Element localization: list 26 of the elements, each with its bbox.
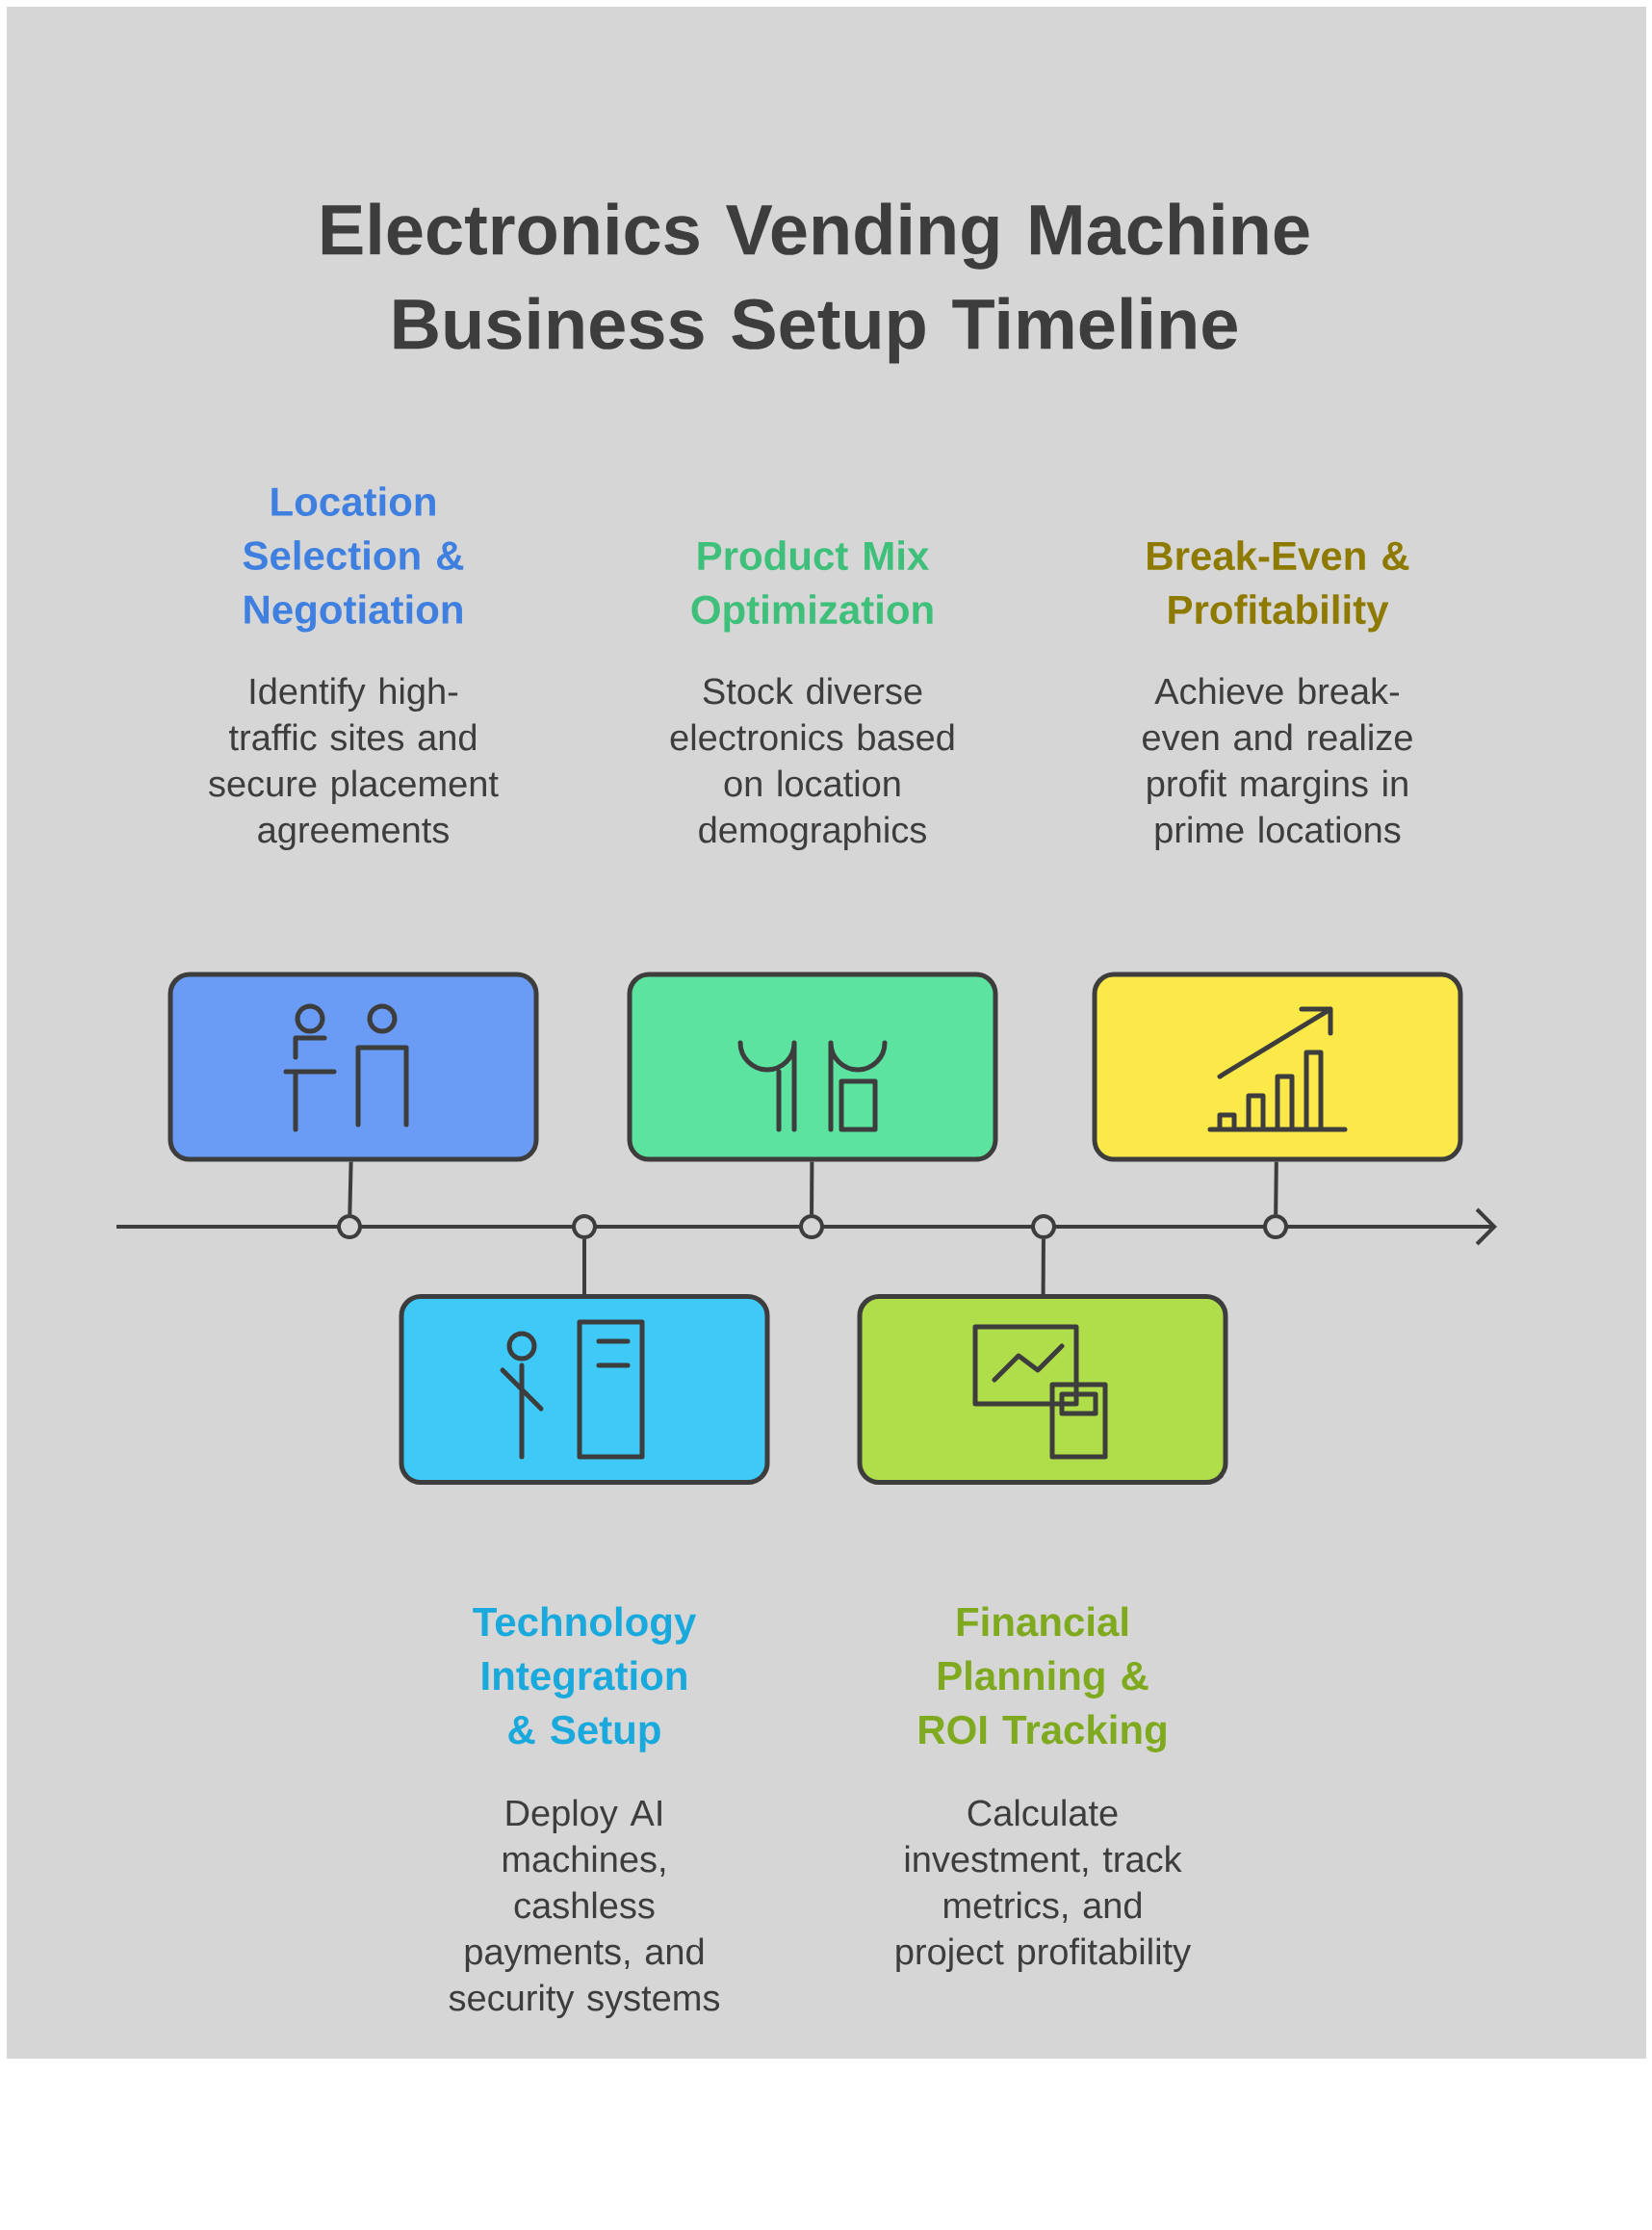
step-description: Achieve break-even and realize profit margins in prime locations <box>1143 677 1412 850</box>
icon-box <box>627 972 998 1162</box>
step-description: Identify high-traffic sites and secure placement agreements <box>209 677 499 850</box>
timeline-dot <box>799 1214 824 1239</box>
step-description: Calculate investment, track metrics, and project profitability <box>896 1799 1192 1972</box>
step-description: Deploy AI machines, cashless payments, and security systems <box>449 1799 720 2018</box>
step-heading: Location Selection & Negotiation <box>243 486 464 633</box>
icon-box <box>1092 972 1463 1162</box>
step-heading: Financial Planning & ROI Tracking <box>919 1606 1166 1752</box>
step-heading: Break-Even & Profitability <box>1148 540 1409 633</box>
step-description: Stock diverse electronics based on location demographics <box>670 677 954 850</box>
icon-box <box>399 1294 770 1485</box>
connector-line <box>1041 1239 1045 1295</box>
timeline-dot <box>572 1214 597 1239</box>
title: Electronics Vending Machine Business Setup Timeline <box>322 202 1309 364</box>
step-heading: Technology Integration & Setup <box>473 1606 697 1752</box>
timeline-dot <box>1031 1214 1056 1239</box>
step-heading: Product Mix Optimization <box>691 540 933 633</box>
timeline-dot <box>1263 1214 1288 1239</box>
icon-box <box>168 972 539 1162</box>
connector-line <box>348 1161 353 1215</box>
icon-box <box>857 1294 1228 1485</box>
timeline-dot <box>337 1214 362 1239</box>
connector-line <box>1274 1161 1278 1215</box>
connector-line <box>810 1161 814 1215</box>
connector-line <box>582 1239 586 1294</box>
